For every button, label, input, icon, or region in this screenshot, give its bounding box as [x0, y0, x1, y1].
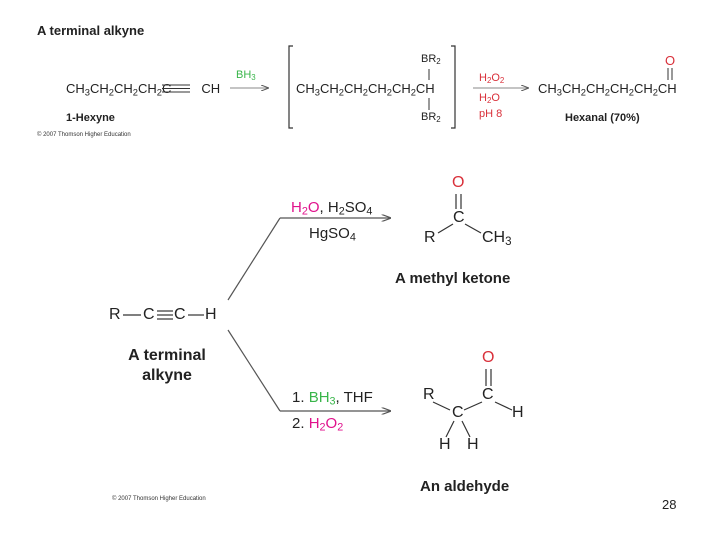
aldehyde-h2-bond [461, 420, 471, 438]
page-number: 28 [662, 497, 677, 512]
ketone-c-r-bond [437, 223, 454, 234]
hexyne-end: CH [201, 81, 221, 96]
top-copyright: © 2007 Thomson Higher Education [37, 132, 131, 138]
hexanal-formula: CH3CH2CH2CH2CH2CH [538, 81, 677, 98]
ketone-label: A methyl ketone [395, 270, 511, 287]
alkyne-c2: C [174, 306, 186, 323]
aldehyde-c-h-bond [494, 401, 513, 411]
bracket-right [451, 45, 456, 129]
aldehyde-carbon-left: C [452, 404, 464, 421]
alkyne-r: R [109, 306, 121, 323]
bottom-copyright: © 2007 Thomson Higher Education [112, 496, 206, 502]
alkyne-label: A terminal alkyne [128, 347, 206, 384]
branch-lower-diagonal [227, 329, 281, 412]
hexyne-name: 1-Hexyne [66, 112, 115, 124]
ketone-oxygen: O [452, 174, 465, 191]
ketone-ch3: CH3 [482, 229, 512, 248]
aldehyde-h1: H [439, 436, 451, 453]
upper-reagents-line1: H2O, H2SO4 [291, 199, 373, 218]
aldehyde-r-c-bond [432, 401, 451, 411]
alkyne-c1: C [143, 306, 155, 323]
alkyne-h: H [205, 306, 217, 323]
hexanal-oxygen: O [665, 53, 676, 68]
aldehyde-oxygen: O [482, 349, 495, 366]
reagent-h2o2: H2O2 [479, 72, 505, 85]
alkyne-triple-bond [157, 310, 173, 320]
top-section-title: A terminal alkyne [37, 23, 145, 38]
intermediate-br2-bottom: BR2 [421, 111, 441, 124]
aldehyde-double-bond [485, 369, 492, 386]
aldehyde-r: R [423, 386, 435, 403]
intermediate-br2-top: BR2 [421, 53, 441, 66]
aldehyde-label: An aldehyde [420, 478, 510, 495]
intermediate-formula: CH3CH2CH2CH2CH2CH [296, 81, 435, 98]
hexanal-double-bond [667, 68, 673, 80]
branch-upper-diagonal [227, 217, 281, 301]
ketone-double-bond [455, 194, 462, 209]
hexyne-triple-bond [162, 84, 190, 93]
upper-reagents-line2: HgSO4 [309, 225, 356, 244]
hexanal-name: Hexanal (70%) [565, 112, 640, 124]
reagent-h2o: H2O [479, 92, 500, 105]
ketone-r: R [424, 229, 436, 246]
aldehyde-h-right: H [512, 404, 524, 421]
ketone-carbon: C [453, 209, 465, 226]
bracket-left [288, 45, 293, 129]
aldehyde-h1-bond [445, 420, 455, 438]
reagent-bh3: BH3 [236, 69, 256, 82]
ketone-c-ch3-bond [464, 223, 482, 234]
aldehyde-carbon-right: C [482, 386, 494, 403]
aldehyde-c-c-bond [463, 401, 483, 411]
reagent-ph: pH 8 [479, 108, 503, 120]
lower-reagents-step1: 1. BH3, THF [292, 389, 373, 408]
lower-reagents-step2: 2. H2O2 [292, 415, 344, 434]
aldehyde-h2: H [467, 436, 479, 453]
